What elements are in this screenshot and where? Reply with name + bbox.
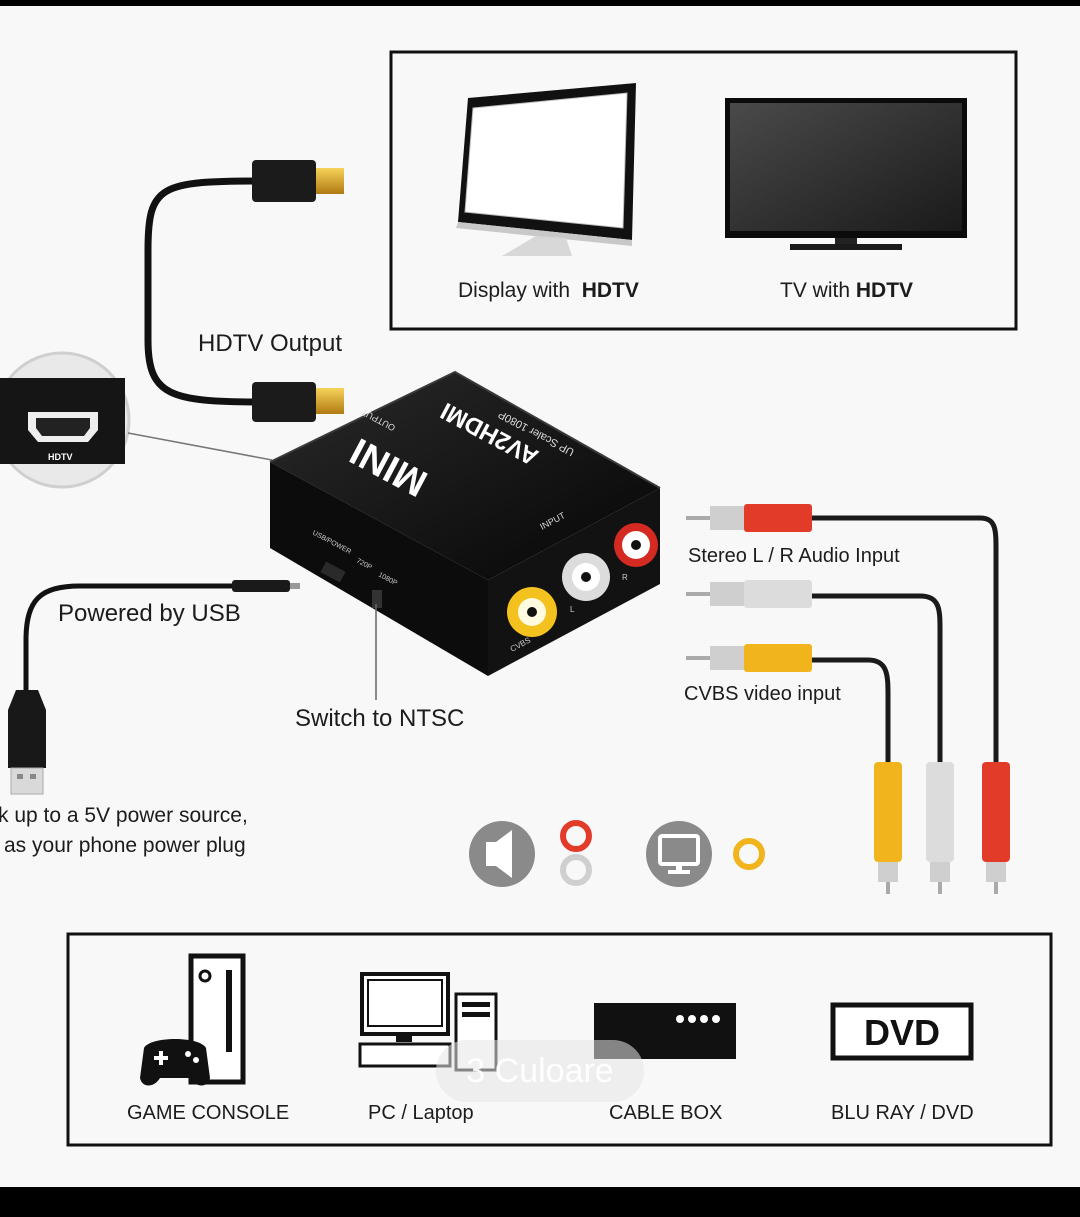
rca-plug-vertical-red bbox=[982, 762, 1010, 894]
zoom-pointer-line bbox=[127, 432, 273, 461]
rca-cables bbox=[812, 515, 999, 762]
hdmi-plug-top bbox=[252, 160, 344, 202]
white-jack-icon bbox=[560, 854, 592, 886]
power-note-line1: k up to a 5V power source, bbox=[0, 804, 248, 827]
source-label-dvd: BLU RAY / DVD bbox=[831, 1102, 974, 1124]
monitor-label: Display with HDTV bbox=[458, 279, 639, 302]
hdtv-output-label: HDTV Output bbox=[198, 330, 343, 357]
converter-device bbox=[269, 370, 661, 676]
hdmi-cable bbox=[144, 177, 263, 406]
cable-box-icon bbox=[594, 1003, 736, 1059]
dvd-badge-text: DVD bbox=[864, 1012, 940, 1053]
hdtv-port-label: HDTV bbox=[48, 452, 73, 462]
monitor-legend-icon bbox=[646, 821, 712, 887]
bottom-bar bbox=[0, 1187, 1080, 1217]
sources-frame bbox=[66, 932, 1053, 1147]
yellow-jack-icon bbox=[733, 838, 765, 870]
stereo-input-label: Stereo L / R Audio Input bbox=[688, 545, 900, 567]
source-label-pc-laptop: PC / Laptop bbox=[368, 1102, 474, 1124]
cvbs-input-label: CVBS video input bbox=[684, 683, 841, 705]
hdmi-plug-bottom bbox=[252, 382, 344, 422]
device-r-text: R bbox=[622, 573, 628, 582]
top-bar bbox=[0, 0, 1080, 6]
watermark: 3 Culoare bbox=[436, 1040, 644, 1102]
monitor-icon bbox=[456, 83, 636, 256]
usb-plug-icon bbox=[8, 690, 46, 795]
speaker-icon bbox=[469, 821, 535, 887]
rca-plug-vertical-white bbox=[926, 762, 954, 894]
source-label-game-console: GAME CONSOLE bbox=[127, 1102, 290, 1124]
dvd-player-icon: DVD bbox=[830, 1002, 974, 1061]
displays-frame bbox=[389, 50, 1018, 331]
rca-plug-vertical-yellow bbox=[874, 762, 902, 894]
rca-plug-yellow bbox=[686, 644, 812, 672]
red-jack-icon bbox=[560, 820, 592, 852]
tv-label: TV with HDTV bbox=[780, 279, 914, 302]
switch-ntsc-label: Switch to NTSC bbox=[295, 705, 465, 732]
source-label-cable-box: CABLE BOX bbox=[609, 1102, 723, 1124]
usb-cable bbox=[23, 583, 296, 692]
rca-plug-white bbox=[686, 580, 812, 608]
tv-icon bbox=[725, 98, 967, 250]
device-l-text: L bbox=[570, 605, 575, 614]
game-console-icon bbox=[140, 953, 246, 1086]
rca-plug-red bbox=[686, 504, 812, 532]
powered-by-usb-label: Powered by USB bbox=[58, 600, 241, 627]
power-note-line2: as your phone power plug bbox=[4, 834, 246, 857]
